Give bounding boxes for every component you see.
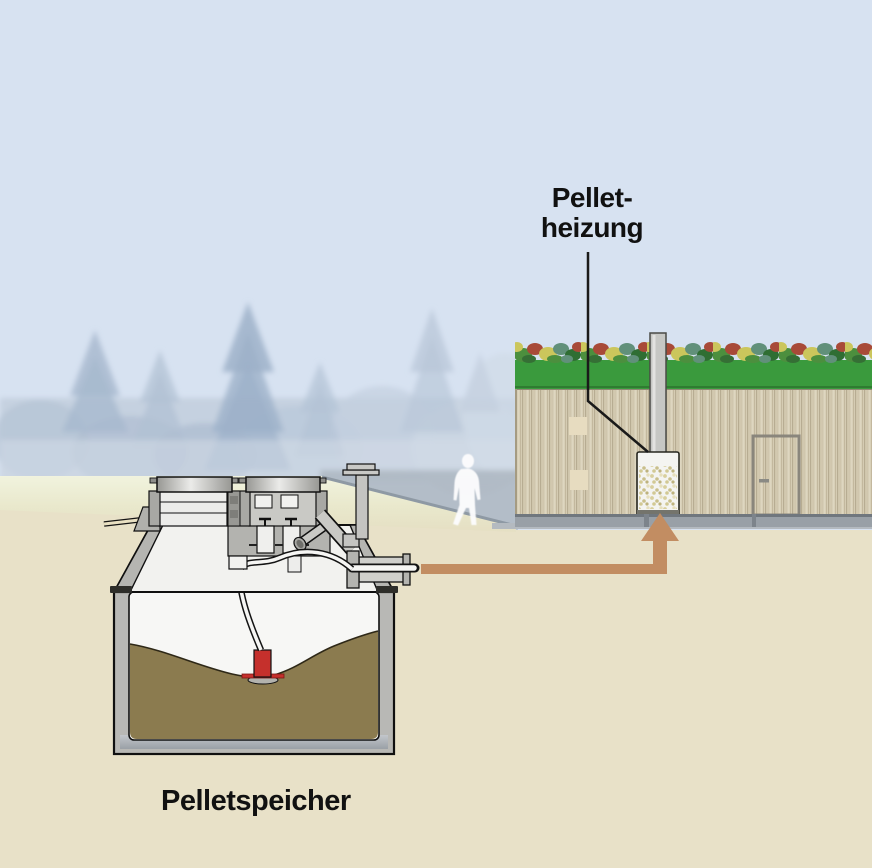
manhole-lid-left bbox=[149, 476, 239, 493]
forest bbox=[0, 302, 518, 532]
manhole-lid-right bbox=[238, 476, 327, 493]
building bbox=[492, 332, 872, 529]
hose-fitting bbox=[228, 555, 248, 570]
outlet-assembly bbox=[346, 550, 420, 589]
pellet-tank bbox=[103, 463, 420, 756]
window-2 bbox=[570, 470, 588, 490]
pellet-heating-label-line2: heizung bbox=[540, 212, 644, 243]
pellet-storage-label: Pelletspeicher bbox=[161, 785, 351, 817]
pellet-heater bbox=[636, 451, 680, 518]
building-wall bbox=[515, 388, 872, 515]
suction-probe bbox=[241, 649, 285, 685]
manhole-collar-right bbox=[238, 490, 328, 527]
leader-line bbox=[586, 252, 649, 453]
pellet-heating-label-line1: Pellet- bbox=[551, 182, 633, 213]
suction-hose-outer bbox=[238, 548, 355, 572]
roof-flower-band bbox=[515, 340, 872, 364]
person-silhouette bbox=[453, 454, 481, 526]
manhole-collar-left bbox=[148, 490, 239, 527]
foundation bbox=[515, 514, 872, 527]
slope-edge bbox=[321, 475, 517, 528]
window-1 bbox=[569, 417, 587, 435]
green-roof bbox=[515, 360, 872, 389]
door bbox=[751, 434, 801, 517]
fill-pipe bbox=[342, 463, 380, 548]
filler-nozzle bbox=[293, 522, 326, 552]
pellet-pile bbox=[130, 631, 378, 739]
chimney bbox=[649, 332, 667, 459]
transport-arrow bbox=[421, 513, 679, 574]
pellet-heating-label: Pellet- heizung bbox=[517, 183, 667, 243]
door-handle bbox=[759, 479, 769, 483]
